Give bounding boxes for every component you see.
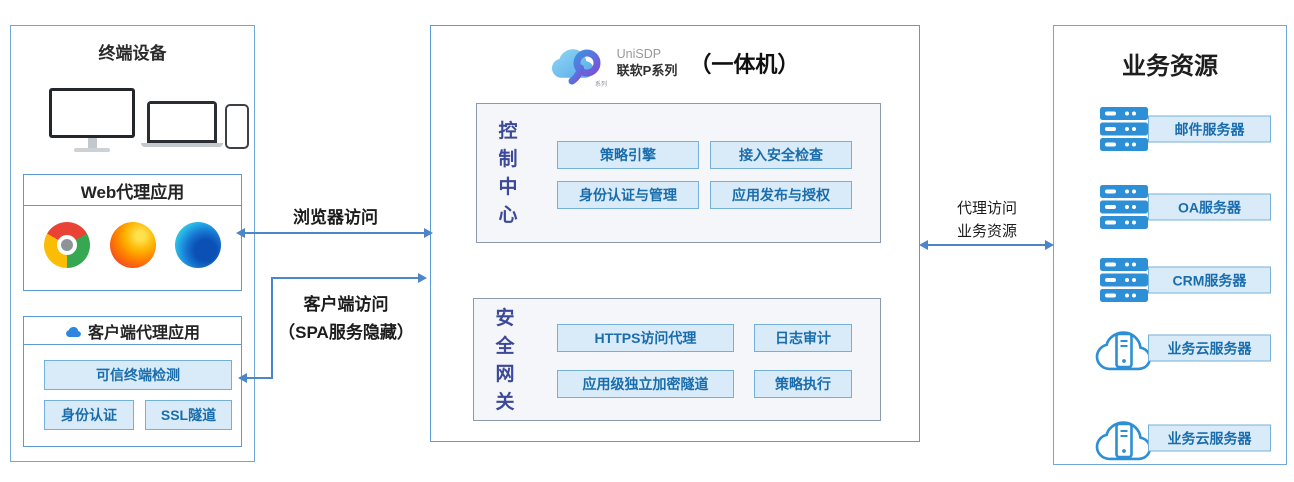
client-access-label-line1: 客户端访问	[303, 295, 389, 314]
client-proxy-app-box: 客户端代理应用 可信终端检测 身份认证 SSL隧道	[23, 316, 242, 447]
brand-suffix-label: （一体机）	[689, 52, 800, 77]
terminal-devices-panel: 终端设备 Web代理应用 客户端代理应用	[10, 25, 255, 462]
proxy-access-arrowhead-left	[919, 240, 928, 250]
resource-row: CRM服务器	[1054, 255, 1286, 305]
proxy-access-arrow-line	[925, 244, 1049, 246]
edge-icon	[175, 222, 221, 268]
policy-engine-chip: 策略引擎	[557, 141, 699, 169]
client-access-arrowhead-left	[238, 373, 247, 383]
resource-label: 业务云服务器	[1148, 424, 1271, 452]
brand-header: 系列 UniSDP 联软P系列 （一体机）	[431, 36, 919, 90]
firefox-icon	[109, 222, 156, 268]
brand-text: UniSDP 联软P系列	[617, 47, 678, 79]
rack-server-icon	[1100, 185, 1148, 229]
panel-title: 终端设备	[98, 44, 167, 63]
resource-row: 邮件服务器	[1054, 104, 1286, 154]
unisdp-appliance-panel: 系列 UniSDP 联软P系列 （一体机） 控制中心 策略引擎 接入安全检查 身…	[430, 25, 1111, 442]
business-resources-panel: 业务资源 邮件服务器	[1053, 25, 1287, 465]
control-center-title: 控制中心	[498, 121, 518, 226]
browser-access-arrowhead-right	[424, 228, 433, 238]
resource-row: OA服务器	[1054, 182, 1286, 232]
resource-label: OA服务器	[1148, 193, 1271, 221]
web-proxy-app-title: Web代理应用	[24, 175, 241, 206]
brand-product-label: UniSDP	[616, 47, 662, 62]
identity-auth-management-chip: 身份认证与管理	[557, 181, 699, 209]
log-audit-chip: 日志审计	[754, 324, 852, 352]
brand-series-label: 联软P系列	[616, 62, 678, 78]
policy-enforcement-chip: 策略执行	[754, 370, 852, 398]
access-security-check-chip: 接入安全检查	[710, 141, 852, 169]
client-access-label: 客户端访问 （SPA服务隐藏）	[262, 291, 430, 347]
client-access-arrow-line	[272, 277, 422, 279]
client-access-arrowhead-right	[418, 273, 427, 283]
control-center-box: 控制中心 策略引擎 接入安全检查 身份认证与管理 应用发布与授权	[476, 103, 881, 243]
resource-row: 业务云服务器	[1054, 323, 1286, 373]
proxy-access-label: 代理访问 业务资源	[926, 197, 1048, 243]
cloud-server-icon	[1094, 413, 1152, 463]
client-proxy-app-title: 客户端代理应用	[87, 324, 200, 342]
laptop-icon	[141, 101, 223, 147]
proxy-access-label-line1: 代理访问	[956, 200, 1017, 217]
desktop-monitor-icon	[49, 88, 135, 152]
browser-icons	[24, 206, 241, 268]
browser-access-label: 浏览器访问	[293, 208, 378, 227]
trusted-terminal-detection-chip: 可信终端检测	[44, 360, 232, 390]
client-access-arrow-line2	[246, 377, 273, 379]
device-icons	[27, 86, 249, 178]
identity-auth-chip: 身份认证	[44, 400, 134, 430]
security-gateway-box: 安全网关 HTTPS访问代理 日志审计 应用级独立加密隧道 策略执行	[473, 298, 881, 421]
client-access-arrow-vline	[271, 277, 273, 379]
proxy-access-label-line2: 业务资源	[956, 223, 1017, 240]
resource-label: 业务云服务器	[1148, 334, 1271, 362]
logo-series-mini-label: 系列	[595, 80, 607, 87]
security-gateway-title: 安全网关	[495, 308, 515, 413]
rack-server-icon	[1100, 258, 1148, 302]
app-level-encrypted-tunnel-chip: 应用级独立加密隧道	[557, 370, 734, 398]
blue-cloud-icon	[66, 326, 81, 337]
resource-label: CRM服务器	[1148, 266, 1271, 294]
browser-access-arrow-line	[242, 232, 428, 234]
smartphone-icon	[225, 104, 249, 149]
web-proxy-app-box: Web代理应用	[23, 174, 242, 291]
resource-row: 业务云服务器	[1054, 413, 1286, 463]
browser-access-arrowhead-left	[236, 228, 245, 238]
unisdp-logo-icon: 系列	[551, 49, 607, 87]
app-publish-authorization-chip: 应用发布与授权	[710, 181, 852, 209]
proxy-access-arrowhead-right	[1045, 240, 1054, 250]
cloud-server-icon	[1094, 323, 1152, 373]
client-proxy-app-header: 客户端代理应用	[24, 317, 241, 345]
resource-label: 邮件服务器	[1148, 115, 1271, 143]
https-access-proxy-chip: HTTPS访问代理	[557, 324, 734, 352]
rack-server-icon	[1100, 107, 1148, 151]
chrome-icon	[44, 222, 90, 268]
panel-title: 业务资源	[1122, 53, 1218, 80]
ssl-tunnel-chip: SSL隧道	[145, 400, 232, 430]
client-access-label-line2: （SPA服务隐藏）	[278, 323, 414, 342]
